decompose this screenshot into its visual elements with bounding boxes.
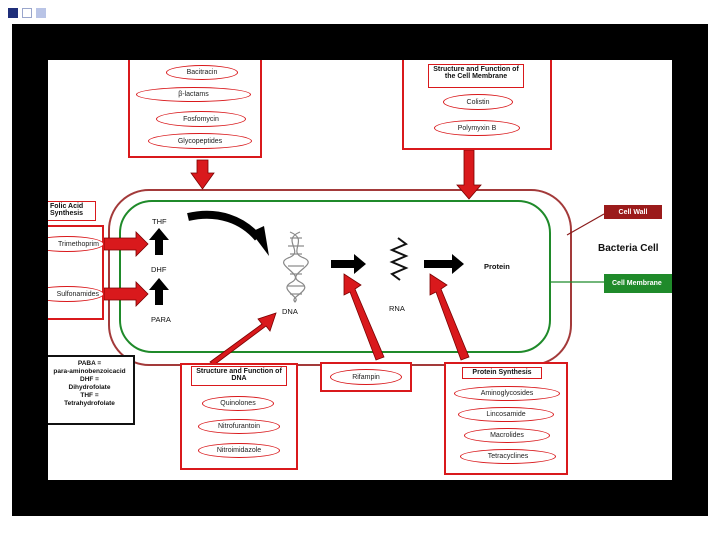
bacteria-cell-title: Bacteria Cell (598, 243, 659, 254)
legend-line: DHF = (80, 376, 99, 383)
slide-bullet-dark (8, 8, 18, 18)
arrow-sulfonamides (103, 281, 149, 307)
abbreviation-legend: PABA = para-aminobenzoicacid DHF = Dihyd… (48, 355, 135, 425)
drug-sulfonamides: Sulfonamides (48, 286, 104, 302)
drug-bacitracin: Bacitracin (166, 65, 238, 80)
drug-glycopeptides: Glycopeptides (148, 133, 252, 149)
cell-wall-connector (566, 213, 605, 236)
drug-rifampin: Rifampin (330, 369, 402, 385)
drug-nitrofurantoin: Nitrofurantoin (198, 419, 280, 434)
slide-bullet-white (22, 8, 32, 18)
drug-tetracyclines: Tetracyclines (460, 449, 556, 464)
label-thf: THF (152, 217, 167, 226)
arrow-para-to-dhf (149, 278, 169, 305)
drug-polymyxin-b: Polymyxin B (434, 120, 520, 136)
drug-colistin: Colistin (443, 94, 513, 110)
arrow-rifampin-up (343, 273, 385, 361)
cell-wall-shape (108, 189, 572, 366)
cell-membrane-tag: Cell Membrane (604, 274, 672, 293)
cell-membrane-box-title: Structure and Function of the Cell Membr… (428, 64, 524, 88)
rna-strand (389, 237, 409, 281)
label-dna: DNA (282, 307, 298, 316)
arrow-dna-to-rna (331, 254, 366, 274)
drug-aminoglycosides: Aminoglycosides (454, 386, 560, 401)
folic-acid-box-title: Folic Acid Synthesis (48, 201, 96, 221)
legend-line: THF = (80, 392, 99, 399)
drug-trimethoprim-label: Trimethoprim (58, 240, 99, 248)
drug-quinolones: Quinolones (202, 396, 274, 411)
label-protein: Protein (484, 262, 510, 271)
protein-synthesis-box-title: Protein Synthesis (462, 367, 542, 379)
arrow-trimethoprim (103, 231, 149, 257)
legend-line: PABA = (77, 360, 102, 367)
slide-bullet-light (36, 8, 46, 18)
drug-lincosamide: Lincosamide (458, 407, 554, 422)
legend-line: para-aminobenzoicacid (53, 368, 126, 375)
legend-line: Dihydrofolate (68, 384, 111, 391)
arrow-dhf-to-thf (149, 228, 169, 255)
drug-nitroimidazole: Nitroimidazole (198, 443, 280, 458)
drug-fosfomycin: Fosfomycin (156, 111, 246, 127)
label-dhf: DHF (151, 265, 167, 274)
legend-line: Tetrahydrofolate (64, 400, 115, 407)
drug-beta-lactams: β-lactams (136, 87, 251, 102)
dna-box-title: Structure and Function of DNA (191, 366, 287, 386)
label-para: PARA (151, 315, 171, 324)
cell-membrane-shape (119, 200, 551, 353)
label-rna: RNA (389, 304, 405, 313)
drug-sulfonamides-label: Sulfonamides (56, 290, 99, 298)
dna-helix (283, 231, 309, 303)
arrow-dna-box-up (209, 312, 277, 366)
arrow-protein-box-up (429, 273, 470, 361)
arrow-rna-to-protein (424, 254, 464, 274)
arrow-membrane-down (456, 149, 482, 200)
diagram-canvas: Bacitracin β-lactams Fosfomycin Glycopep… (48, 60, 672, 480)
drug-trimethoprim: Trimethoprim (48, 236, 104, 252)
arrow-wall-down (190, 159, 215, 190)
diagram-graphics (103, 149, 605, 366)
drug-macrolides: Macrolides (464, 428, 550, 443)
cell-wall-tag: Cell Wall (604, 205, 662, 219)
